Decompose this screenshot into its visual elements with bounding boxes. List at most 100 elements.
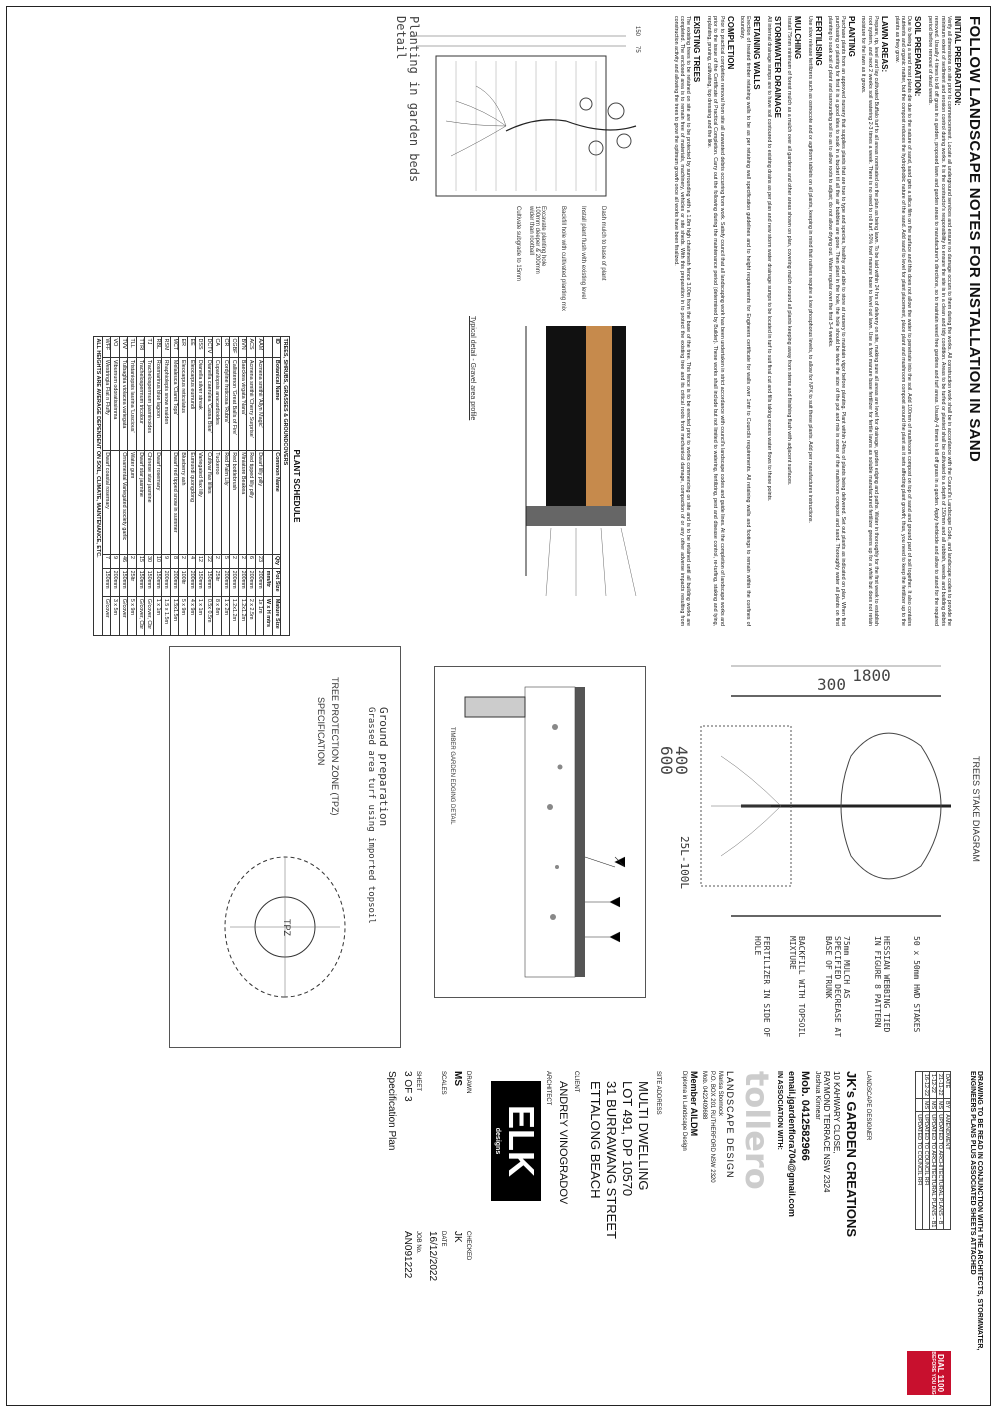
designer-label: LANDSCAPE DESIGNER [865,1071,871,1141]
revision-cell: BY [943,1098,951,1112]
table-cell: WFF [102,336,111,358]
table-cell: G/cover [102,596,111,636]
date-label: DATE [440,1231,446,1247]
edging-caption: TIMBER GARDEN EDGING DETAIL [449,727,455,825]
company-address2: RAYMOND TERRACE NSW 2324 [822,1071,831,1193]
schedule-footer: ALL HEIGHTS ARE AVERAGE DEPENDENT ON SOI… [94,336,103,636]
table-cell: 7 [102,554,111,569]
dim-600: 600 [657,746,676,775]
drawn-value: MS [452,1071,463,1086]
tpz-label: TPZ [282,919,292,936]
revision-cell: UPDATED TO ARCHITECTURAL PLANS - B [936,1111,944,1230]
section-text: Prior to practical completion removal fr… [705,16,725,626]
schedule-subheader-cell: W x H mtrs [264,596,273,636]
company-address1: 10 KAHWARY CLOSE, [832,1071,841,1154]
section-text: Prepare, rip, level and lay cultivated B… [860,16,880,626]
revision-cell: 21-11-22 [936,1071,944,1099]
section-text: Erection of treated timber retaining wal… [739,16,752,626]
table-cell: 150mm [119,568,128,597]
table-cell: 9 [111,554,120,569]
revision-cell: 16-12-22 [922,1071,930,1099]
table-cell: Red Palm Lily [221,450,230,554]
table-cell: Eleocarpus eumundi [187,357,196,451]
rotated-drawing: FOLLOW LANDSCAPE NOTES FOR INSTALLATION … [6,6,991,1406]
plant-schedule: PLANT SCHEDULE TREES, SHRUBS, GRASSES & … [94,336,301,636]
table-cell: G/cover, Cbr [145,596,154,636]
table-cell: 15 [136,554,145,569]
table-cell: Dwarf star jasmine [136,450,145,554]
gravel-drawing [525,326,637,597]
gravel-caption: Typical detail - Gravel area profile [469,316,476,421]
stake-title: TREES STAKE DIAGRAM [971,756,981,862]
sheet-label: SHEET [415,1071,421,1092]
dial-text: DIAL 1100 [936,1353,945,1393]
table-cell: Trachelospermum tricolour [136,357,145,451]
table-cell: CGBF [230,336,239,358]
section-text: Purchase plants from an approved nursery… [827,16,846,626]
elk-logo: ELK designs [491,1081,542,1201]
table-cell: Variegated flax lilly [196,450,205,554]
checked-label: CHECKED [465,1231,471,1261]
schedule-group-header: TREES, SHRUBS, GRASSES & GROUNDCOVERS [281,336,290,636]
table-cell: 200mm [162,568,171,597]
schedule-subheader-cell [264,450,273,554]
schedule-subheader-cell [264,336,273,358]
project-line2: LOT 491, DP 10570 [620,1081,635,1197]
tree-stake-detail: TREES STAKE DIAGRAM 1800 300 400 600 50 … [651,656,981,1056]
turf-sub: Grassed area turf using imported topsoil [366,707,376,924]
table-cell: Acmena smithii 'Cherry Surprise' [247,357,256,451]
dial-before-you-dig-logo: DIAL 1100 BEFORE YOU DIG [907,1351,951,1395]
architect-label: ARCHITECT [545,1071,551,1106]
table-cell: 2 [230,554,239,569]
table-cell: 25ltr [128,568,137,597]
table-cell: Dwarf lilly pilly [255,450,264,554]
table-cell: 5 x 9m [179,596,188,636]
job-value: AN091222 [402,1231,413,1279]
section-heading: INITIAL PREPARATION: [953,16,962,106]
table-cell: 5 x 9m [128,596,137,636]
section-text: Verify all dimensions on site prior to c… [926,16,952,626]
table-cell: ACS [247,336,256,358]
table-cell: Red bottlebrush [230,450,239,554]
table-cell: 150mm [102,568,111,597]
table-cell: Baeckea virgata 'Nana' [238,357,247,451]
table-cell: 100ltr [179,568,188,597]
table-cell: 0.5x 0.5m [204,596,213,636]
table-cell: 2 [128,554,137,569]
table-cell: 150mm [153,568,162,597]
table-cell: 4 [187,554,196,569]
section-text: The existing trees to be retained on sit… [672,16,692,626]
schedule-caption: PLANT SCHEDULE [292,449,301,523]
revision-cell: AMENDMENT [943,1111,951,1230]
table-cell: AAM [255,336,264,358]
table-cell: CR [221,336,230,358]
company-email: email.jgardenflora704@gmail.com [787,1071,797,1217]
table-cell: 1.5 x 1.5m [162,596,171,636]
table-cell: Rosmarinus blue lagoon [153,357,162,451]
table-cell: Miniature Beakea [238,450,247,554]
schedule-subheader-cell [264,554,273,569]
table-cell: Acmena smithii 'Allyn Magic' [255,357,264,451]
scale-label: SCALES [440,1071,446,1095]
elk-sub: designs [494,1127,501,1155]
company-name: JK's GARDEN CREATIONS [844,1071,859,1238]
client-label: CLIENT [573,1071,579,1093]
table-cell: 46 [119,554,128,569]
section-heading: MULCHING [793,16,803,60]
tollero-mob: Mob. 0422409688 [701,1071,707,1120]
table-cell: 200mm [255,568,264,597]
table-cell: 2 x 2.5m [247,596,256,636]
table-cell: Tuckeroo [213,450,222,554]
revision-cell: UPDATED TO ARCHITECTURAL PLANS - B1 [929,1111,937,1230]
